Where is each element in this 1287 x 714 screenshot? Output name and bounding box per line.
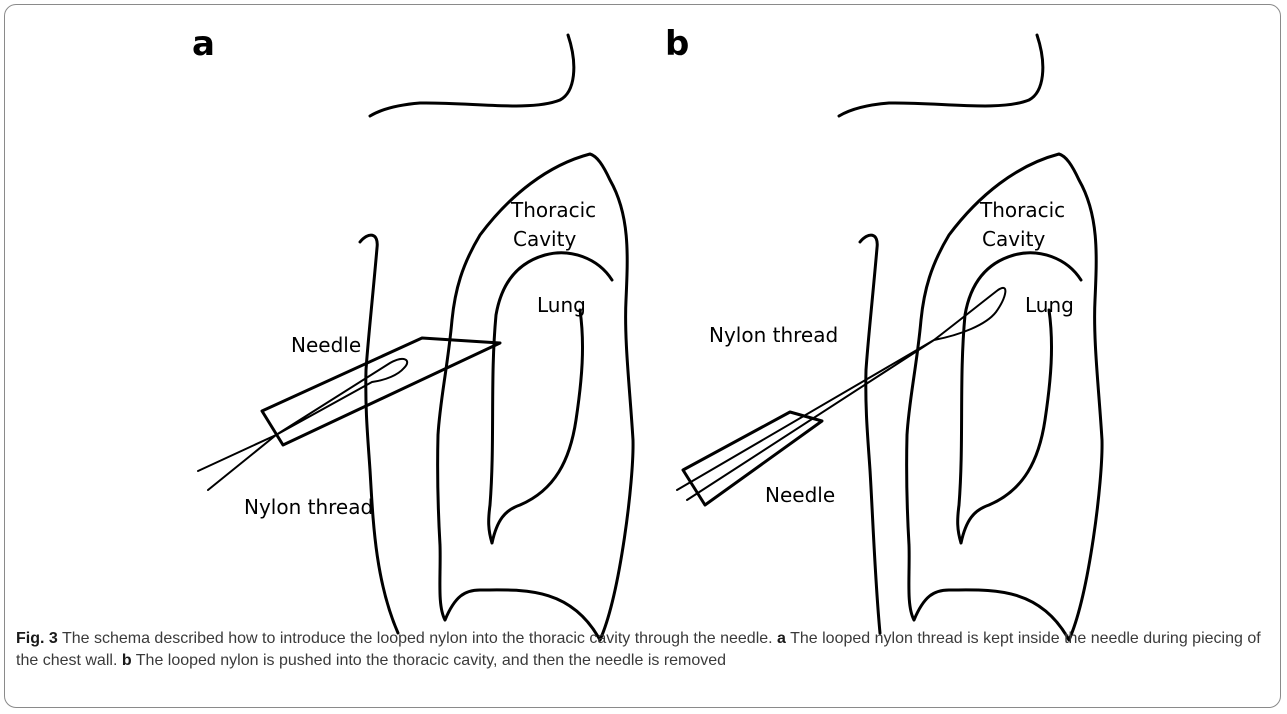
nylon-label: Nylon thread [709, 323, 838, 347]
caption-a-letter: a [777, 630, 786, 647]
nylon-thread [677, 288, 1005, 500]
caption-b-text: The looped nylon is pushed into the thor… [132, 652, 726, 669]
caption-intro: The schema described how to introduce th… [58, 630, 777, 647]
needle-label: Needle [765, 483, 835, 507]
lung-label: Lung [537, 293, 586, 317]
nylon-label: Nylon thread [244, 495, 373, 519]
panel-b-letter: b [665, 24, 689, 64]
thoracic-label-2: Cavity [982, 227, 1045, 251]
needle-label: Needle [291, 333, 361, 357]
chest-wall [860, 235, 880, 633]
thoracic-label-1: Thoracic [979, 198, 1065, 222]
body-contour-top [370, 35, 574, 116]
lung-label: Lung [1025, 293, 1074, 317]
panel-a-letter: a [192, 24, 215, 64]
panel-a: a Thoracic Cavity Lung Needle Nylon thre… [192, 24, 633, 640]
chest-wall [360, 235, 398, 633]
caption-b-letter: b [122, 652, 132, 669]
body-contour-top [839, 35, 1043, 116]
nylon-thread [198, 359, 407, 490]
thoracic-label-2: Cavity [513, 227, 576, 251]
figure-caption: Fig. 3 The schema described how to intro… [16, 628, 1271, 672]
panel-b: b Thoracic Cavity Lung Nylon thread Need… [665, 24, 1102, 640]
thoracic-label-1: Thoracic [510, 198, 596, 222]
caption-fig-label: Fig. 3 [16, 630, 58, 647]
